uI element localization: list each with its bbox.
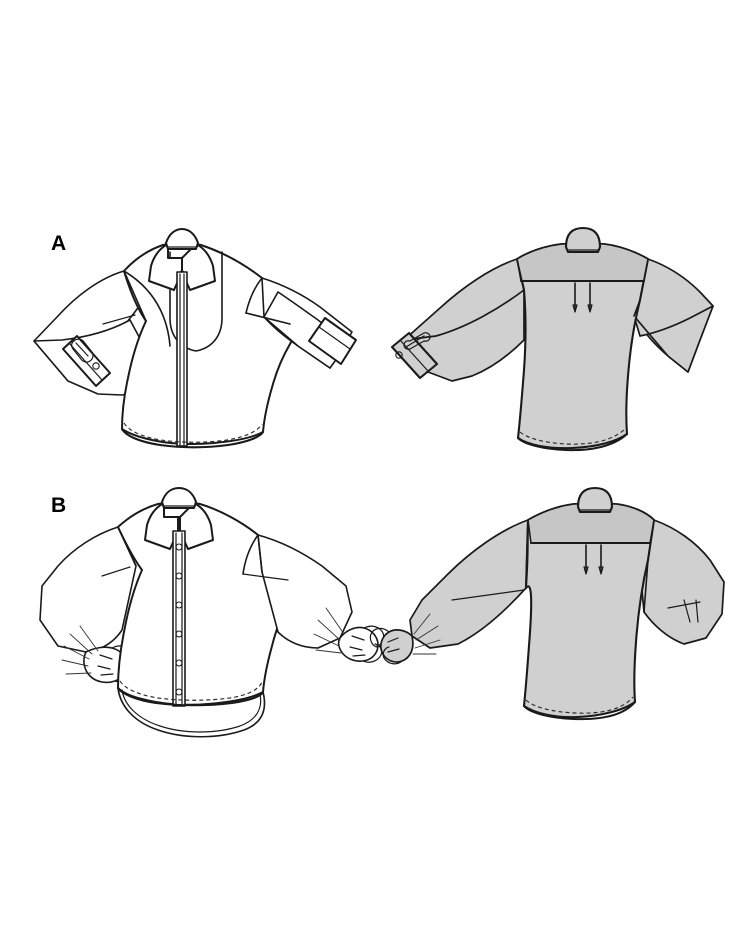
b-front-button-5 <box>175 659 183 667</box>
b-front-right-gather-3 <box>313 633 340 647</box>
a-back-sleeve-placket-slit <box>405 335 425 348</box>
view-label-b: B <box>51 494 67 517</box>
b-back-right-armhole <box>643 519 655 613</box>
b-front-hem-sweep <box>117 687 266 738</box>
b-back-left-ruffle-fold-1 <box>387 637 399 643</box>
b-back-pleat-left-tip <box>583 566 589 575</box>
b-front-left-gather-4 <box>61 659 89 667</box>
a-back-sleeve-placket-outline <box>403 332 431 350</box>
a-front-placket <box>176 271 188 447</box>
b-back-left-gather-2 <box>415 625 439 641</box>
b-back-left-gather-3 <box>414 639 441 649</box>
b-front-left-ruffle-cuff <box>61 625 135 684</box>
a-back-cuff-button <box>395 351 403 359</box>
a-front-sleeve-placket-slit <box>75 342 89 357</box>
b-front-left-sleeve <box>39 526 137 653</box>
a-front-right-armhole <box>245 277 263 314</box>
b-front-hem-sweep-inner <box>121 689 262 733</box>
b-back-right-gather-2 <box>695 599 699 623</box>
b-front-button-3 <box>175 601 183 609</box>
b-back-left-ruffle-edge-1 <box>369 627 390 648</box>
b-front-body <box>117 502 301 706</box>
a-back-hem <box>516 432 629 452</box>
b-front-button-1 <box>175 543 183 551</box>
b-front-left-gather-1 <box>79 625 99 652</box>
b-front-button-4 <box>175 630 183 638</box>
b-front-left-gather-3 <box>63 645 90 660</box>
b-front-left-ruffle-fold-1 <box>99 654 113 660</box>
a-front-right-cuff-edge <box>318 326 351 350</box>
a-back-left-cuff-edge <box>399 339 429 372</box>
a-front-right-cuff <box>308 317 357 365</box>
b-front-left-gather-2 <box>69 633 93 655</box>
b-front-button-6 <box>175 688 183 696</box>
b-back-right-gather-1 <box>683 599 691 623</box>
b-front-left-ruffle-fold-2 <box>97 665 111 670</box>
a-front-sleeve-placket-outline <box>71 338 94 363</box>
a-front-sleeve-seam-hint <box>102 314 136 325</box>
b-back-hem <box>522 700 637 721</box>
b-front-collar-left <box>144 502 179 550</box>
a-back-right-armhole <box>633 258 649 317</box>
b-front-right-gather-4 <box>315 649 342 654</box>
b-front-right-armhole <box>242 534 259 575</box>
a-back-right-sleeve-under <box>633 305 714 373</box>
view-label-a: A <box>51 232 67 255</box>
a-back-collar-stand <box>564 226 602 254</box>
b-back-pleat-right-tip <box>598 566 604 575</box>
b-front-right-ruffle-fold-1 <box>351 635 365 641</box>
b-front-right-sleeve-fold <box>242 573 289 581</box>
b-back-right-sleeve <box>639 519 725 645</box>
b-back-left-cuff-body <box>379 629 414 663</box>
b-back-left-gather-1 <box>413 613 431 635</box>
b-front-right-ruffle-edge-2 <box>362 643 383 663</box>
a-front-left-yoke-seam <box>123 270 147 322</box>
b-front-right-ruffle-fold-3 <box>352 654 366 657</box>
b-back-right-sleeve-fold <box>667 601 701 609</box>
a-front-left-armhole <box>123 270 171 347</box>
b-front-right-sleeve <box>257 534 353 649</box>
b-front-right-ruffle-cuff <box>313 607 385 663</box>
b-front-right-gather-1 <box>325 607 345 635</box>
a-back-left-sleeve-under <box>403 289 525 382</box>
a-front-collar-stand <box>165 228 199 250</box>
view-b-back <box>369 486 725 721</box>
b-back-left-ruffle-edge-2 <box>382 646 403 665</box>
a-front-bib-panel <box>169 251 223 352</box>
a-back-pleat-right-tip <box>587 304 593 313</box>
b-front-right-sleeve-seam <box>257 534 263 573</box>
b-back-left-ruffle-fold-2 <box>387 648 400 653</box>
view-a-back <box>390 226 714 452</box>
b-front-left-ruffle-fold-3 <box>100 673 114 676</box>
b-front-placket <box>172 530 186 707</box>
b-back-collar-stand <box>576 486 614 514</box>
a-front-hem-topstitch <box>123 422 263 443</box>
b-front-hem <box>116 686 265 707</box>
b-front-right-ruffle-fold-2 <box>349 646 363 651</box>
b-back-left-ruffle-cuff <box>369 613 441 665</box>
b-front-collar-stand <box>161 487 197 509</box>
a-back-pleat-left-tip <box>572 304 578 313</box>
b-back-left-armhole <box>525 519 529 589</box>
b-front-right-gather-2 <box>317 619 341 641</box>
b-front-button-2 <box>175 572 183 580</box>
b-front-left-sleeve-fold <box>101 566 131 577</box>
b-front-hem-topstitch <box>119 680 263 701</box>
a-front-cuff-button <box>92 362 100 370</box>
a-front-right-side-seam-hint <box>245 312 291 325</box>
b-back-hem-topstitch <box>525 696 634 714</box>
view-a-front <box>33 228 357 449</box>
b-front-left-gather-5 <box>65 672 92 675</box>
b-back-left-sleeve-fold <box>451 589 525 601</box>
a-back-hem-topstitch <box>519 428 626 445</box>
a-back-left-armhole <box>516 258 525 291</box>
view-b-front <box>39 487 385 738</box>
a-front-hem <box>120 427 265 449</box>
b-front-right-cuff-body <box>337 626 379 662</box>
b-front-buttons <box>175 543 183 696</box>
a-front-left-cuff <box>62 335 111 387</box>
